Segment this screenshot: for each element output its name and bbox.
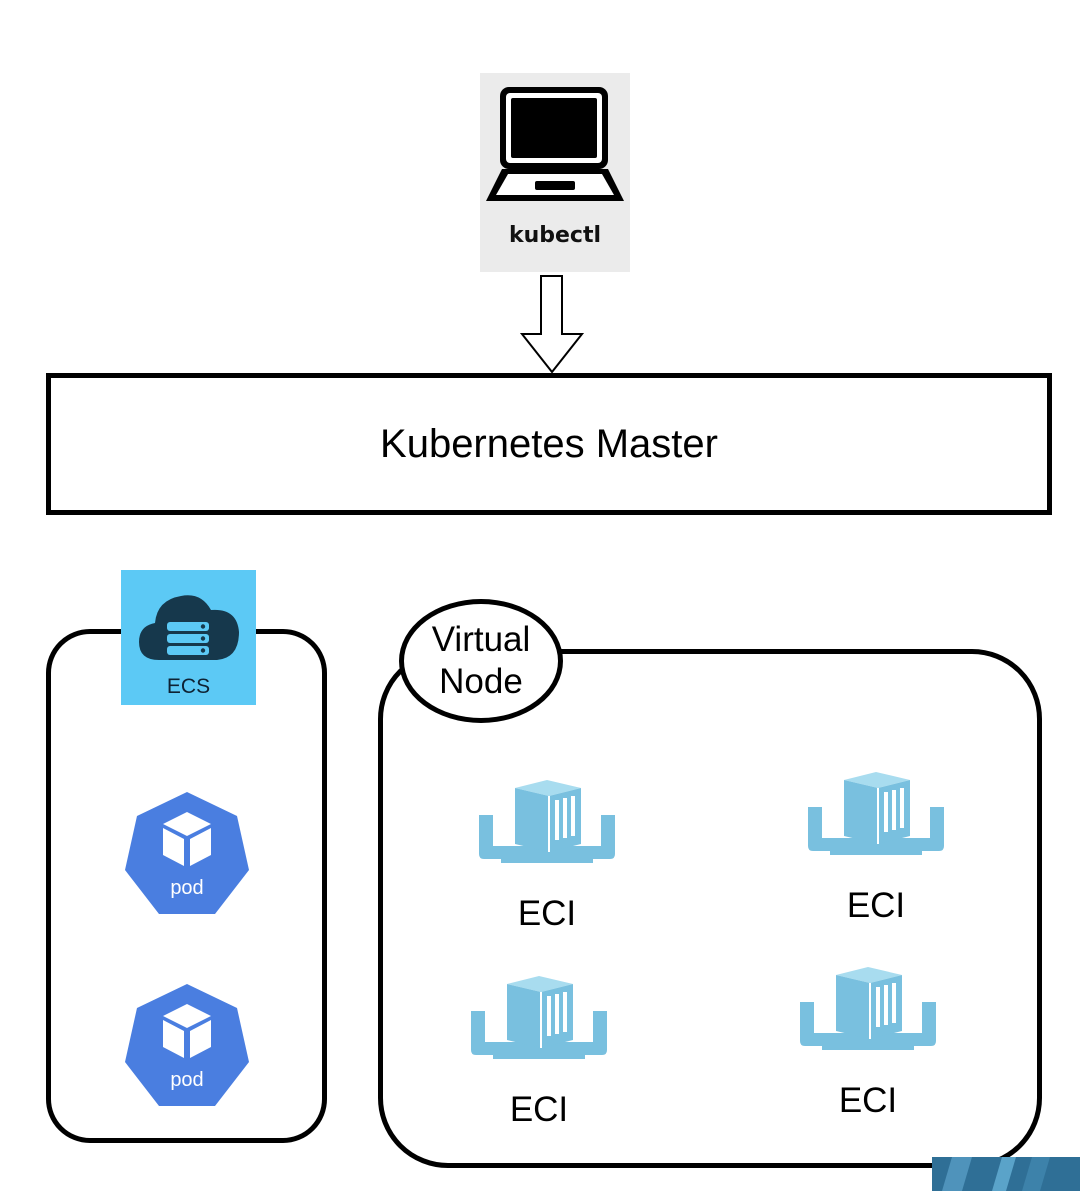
- virtual-node-container: [378, 649, 1042, 1168]
- eci-label: ECI: [846, 886, 906, 925]
- ecs-badge: ECS: [121, 570, 256, 705]
- container-icon: [471, 776, 623, 876]
- down-arrow: [519, 275, 585, 374]
- corner-decoration: [932, 1157, 1080, 1191]
- virtual-node-label-line-1: Virtual: [431, 620, 531, 659]
- kubectl-node: kubectl: [480, 73, 630, 272]
- master-label: Kubernetes Master: [380, 421, 718, 466]
- eci-instance-1: ECI: [471, 776, 623, 934]
- pod-1: pod: [123, 790, 251, 918]
- pod-label: pod: [170, 1069, 204, 1091]
- eci-label: ECI: [517, 894, 577, 933]
- eci-label: ECI: [838, 1081, 898, 1120]
- virtual-node-label-line-2: Node: [439, 662, 523, 701]
- container-icon: [792, 963, 944, 1063]
- pod-label: pod: [170, 877, 204, 899]
- kubectl-label: kubectl: [508, 223, 602, 248]
- container-icon: [800, 768, 952, 868]
- container-icon: [463, 972, 615, 1072]
- laptop-icon: [486, 87, 624, 201]
- virtual-node-label: Virtual Node: [411, 619, 551, 703]
- pod-2: pod: [123, 982, 251, 1110]
- eci-instance-4: ECI: [792, 963, 944, 1121]
- ecs-label: ECS: [166, 675, 211, 698]
- kubernetes-master: Kubernetes Master: [46, 373, 1052, 515]
- cloud-server-icon: [139, 595, 239, 660]
- eci-instance-3: ECI: [463, 972, 615, 1130]
- eci-instance-2: ECI: [800, 768, 952, 926]
- eci-label: ECI: [509, 1090, 569, 1129]
- virtual-node-badge: Virtual Node: [399, 599, 563, 723]
